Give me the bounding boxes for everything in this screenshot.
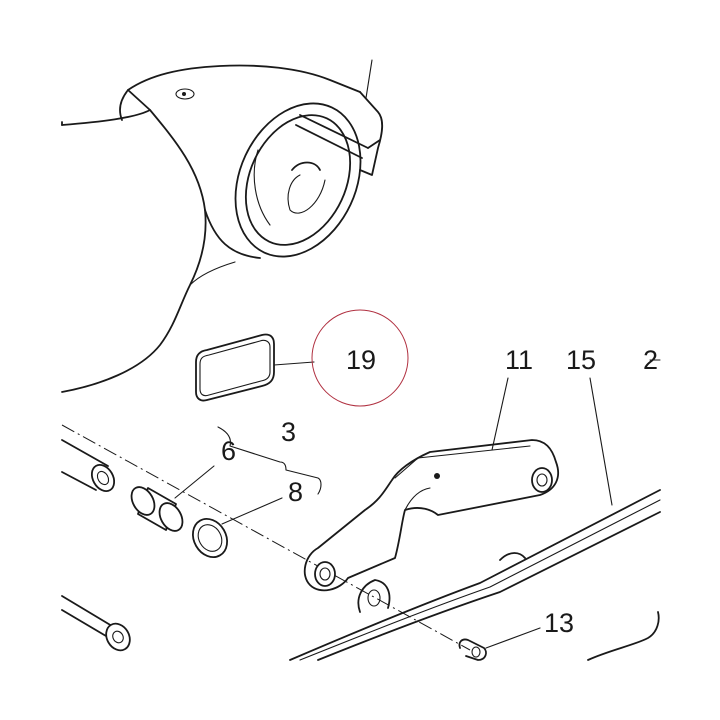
callout-19: 19 (346, 345, 376, 375)
frame-fragment-right (587, 611, 660, 661)
part-19-label-sticker (195, 333, 315, 402)
callout-labels: 19 11 15 2 3 6 8 13 (221, 345, 658, 638)
axle-centerline (61, 424, 471, 651)
callout-13: 13 (544, 608, 574, 638)
swingarm-housing (61, 59, 384, 393)
part-11-mounting-plate (303, 377, 560, 592)
callout-3: 3 (281, 417, 296, 447)
callout-8: 8 (288, 477, 303, 507)
callout-11: 11 (505, 345, 533, 375)
pivot-shaft (61, 439, 116, 493)
highlight-circle-19 (311, 309, 409, 407)
callout-15: 15 (566, 345, 596, 375)
part-15-chain-guide-rail (289, 377, 661, 661)
callout-2: 2 (643, 345, 658, 375)
part-8-seal-ring (192, 497, 283, 558)
group-bracket-3 (217, 426, 322, 495)
part-13-screw (458, 627, 541, 661)
pivot-bolt (61, 595, 131, 652)
callout-6: 6 (221, 436, 236, 466)
part-6-bushing (130, 465, 215, 532)
